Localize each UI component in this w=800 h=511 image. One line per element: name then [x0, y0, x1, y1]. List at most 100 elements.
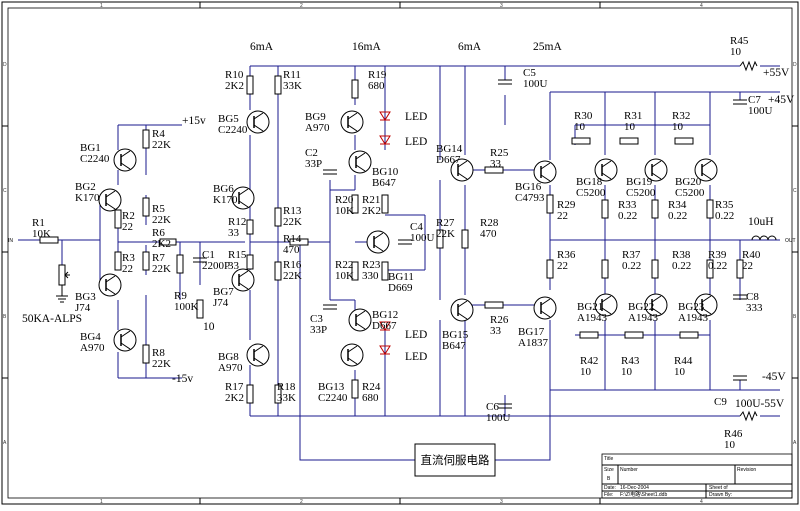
- zone-row-a: A: [3, 440, 7, 446]
- capacitor-value: 333: [746, 302, 763, 314]
- resistor-ref: R25: [490, 147, 509, 159]
- r9-ground-label: 10: [203, 321, 215, 333]
- capacitor-value: 100U: [486, 412, 511, 424]
- resistor-ref: R16: [283, 259, 302, 271]
- date-label: Date:: [604, 485, 616, 491]
- zone-row-b: B: [3, 314, 7, 320]
- rail-plus15: +15v: [182, 115, 206, 127]
- transistor-ref: BG21: [577, 301, 603, 313]
- transistor-leads: [651, 295, 662, 315]
- resistor-value: 22K: [152, 358, 171, 370]
- zone-col-4: 4: [700, 3, 703, 9]
- transistor-part: D667: [436, 154, 461, 166]
- resistor-value: 22K: [283, 270, 302, 282]
- resistor-value: 0.22: [622, 260, 641, 272]
- transistor-ref: BG7: [213, 286, 234, 298]
- capacitor-value: 100U: [748, 105, 773, 117]
- capacitor-bodies: [193, 79, 747, 409]
- capacitor-ref: C5: [523, 67, 536, 79]
- transistor-symbol: [231, 268, 255, 292]
- zone-col-4-bottom: 4: [700, 499, 703, 505]
- resistor-ref: R2: [122, 210, 135, 222]
- transistor-leads: [601, 160, 612, 180]
- transistor-symbol: [348, 150, 372, 174]
- resistor-value: 330: [362, 270, 379, 282]
- resistor-value: 100K: [174, 301, 199, 313]
- capacitor-value: 100U: [410, 232, 435, 244]
- resistor-value: 22: [122, 263, 133, 275]
- transistor-symbol: [366, 230, 390, 254]
- zone-col-1-bottom: 1: [100, 499, 103, 505]
- transistor-symbol: [246, 110, 270, 134]
- resistor-ref: R30: [574, 110, 593, 122]
- zone-row-b-right: B: [793, 314, 797, 320]
- transistor-ref: BG16: [515, 181, 542, 193]
- transistor-ref: BG12: [372, 309, 398, 321]
- transistor-symbol: [533, 296, 557, 320]
- transistor-symbols: [98, 110, 718, 367]
- transistor-leads: [457, 300, 468, 320]
- transistor-leads: [347, 112, 358, 132]
- capacitor-ref: C1: [202, 249, 215, 261]
- resistor-ref: R42: [580, 355, 598, 367]
- date-value: 16-Dec-2004: [620, 485, 649, 491]
- transistor-symbol: [113, 148, 137, 172]
- resistor-value: 10: [624, 121, 636, 133]
- resistor-value: 22K: [152, 139, 171, 151]
- title-block: Title Size B Number Revision Date: 16-De…: [601, 453, 793, 499]
- led-1-label: LED: [405, 111, 427, 123]
- resistor-value: 10: [621, 366, 633, 378]
- resistor-value: 0.22: [708, 260, 727, 272]
- led-2-label: LED: [405, 136, 427, 148]
- transistor-part: J74: [75, 302, 91, 314]
- transistor-symbol: [348, 308, 372, 332]
- resistor-ref: R12: [228, 216, 246, 228]
- resistor-value: 22K: [152, 263, 171, 275]
- transistor-part: A970: [80, 342, 105, 354]
- size-label: Size: [604, 467, 614, 473]
- resistor-ref: R28: [480, 217, 499, 229]
- led-3-label: LED: [405, 329, 427, 341]
- resistor-value: 2K2: [225, 392, 244, 404]
- transistor-part: K170: [213, 194, 238, 206]
- capacitor-ref: C3: [310, 313, 323, 325]
- resistor-value: 0.22: [672, 260, 691, 272]
- resistor-ref: R36: [557, 249, 576, 261]
- volume-pot: [56, 264, 70, 303]
- dc-servo-block: [414, 443, 496, 477]
- rail-plus55: +55V: [763, 67, 790, 79]
- size-value: B: [607, 476, 611, 482]
- resistor-value: 33: [490, 325, 502, 337]
- resistor-ref: R5: [152, 203, 165, 215]
- resistor-ref: R13: [283, 205, 302, 217]
- transistor-ref: BG11: [388, 271, 414, 283]
- transistor-ref: BG5: [218, 113, 239, 125]
- resistor-ref: R4: [152, 128, 165, 140]
- component-labels: BG1C2240BG2K170BG3J74BG4A970BG5C2240BG6K…: [32, 35, 773, 451]
- resistor-value: 680: [368, 80, 385, 92]
- resistor-value: 2K2: [362, 205, 381, 217]
- current-label-3: 6mA: [458, 41, 482, 53]
- resistor-ref: R40: [742, 249, 761, 261]
- title-label: Title: [604, 456, 613, 462]
- resistor-value: 33K: [283, 80, 302, 92]
- resistor-value: 10: [674, 366, 686, 378]
- resistor-value: 22K: [436, 228, 455, 240]
- resistor-value: 10K: [335, 205, 354, 217]
- transistor-leads: [105, 275, 116, 295]
- resistor-bodies: [39, 60, 758, 422]
- transistor-part: C5200: [626, 187, 656, 199]
- resistor-ref: R27: [436, 217, 455, 229]
- capacitor-ref: C8: [746, 291, 759, 303]
- resistor-value: 10K: [32, 228, 51, 240]
- rail-minus15: -15v: [172, 373, 193, 385]
- transistor-part: D667: [372, 320, 397, 332]
- transistor-symbol: [246, 343, 270, 367]
- transistor-ref: BG2: [75, 181, 96, 193]
- transistor-ref: BG9: [305, 111, 326, 123]
- transistor-ref: BG20: [675, 176, 702, 188]
- transistor-part: C2240: [318, 392, 348, 404]
- resistor-value: 33: [228, 260, 240, 272]
- resistor-ref: R44: [674, 355, 693, 367]
- transistor-leads: [373, 232, 384, 252]
